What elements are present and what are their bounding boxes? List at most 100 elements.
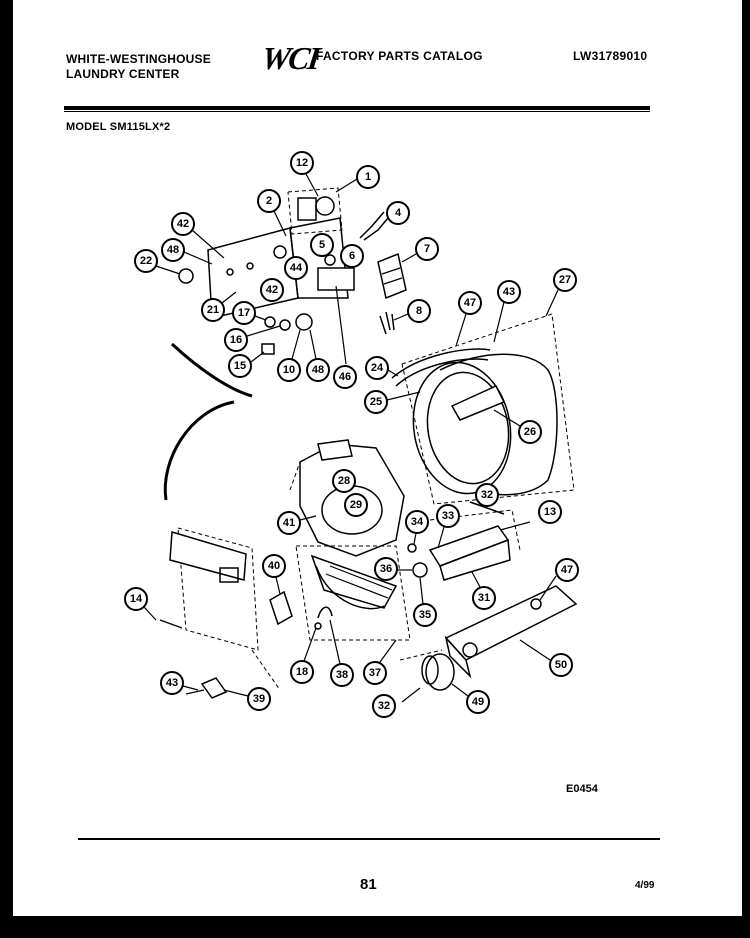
svg-text:8: 8 — [416, 305, 422, 317]
scan-border-right — [742, 0, 750, 938]
callout-21: 18 — [290, 660, 314, 684]
terminal-block-part — [377, 252, 407, 300]
svg-text:25: 25 — [370, 396, 382, 408]
svg-text:14: 14 — [130, 593, 143, 605]
callout-14: 14 — [124, 587, 148, 611]
callout-48a: 48 — [161, 238, 185, 262]
svg-text:15: 15 — [234, 360, 246, 372]
callout-42b: 42 — [260, 278, 284, 302]
callout-47b: 47 — [555, 558, 579, 582]
manufacturer-line-1: WHITE-WESTINGHOUSE — [66, 52, 211, 66]
callout-17: 17 — [232, 301, 256, 325]
svg-text:32: 32 — [481, 489, 493, 501]
svg-text:36: 36 — [380, 563, 392, 575]
callout-2: 2 — [257, 189, 281, 213]
callout-36: 36 — [374, 557, 398, 581]
svg-text:50: 50 — [555, 659, 567, 671]
callout-7: 7 — [415, 237, 439, 261]
svg-text:2: 2 — [266, 195, 272, 207]
callout-41: 41 — [277, 511, 301, 535]
callout-31: 31 — [472, 586, 496, 610]
callout-35: 35 — [413, 603, 437, 627]
svg-text:39: 39 — [253, 693, 265, 705]
catalog-title: FACTORY PARTS CATALOG — [316, 49, 483, 63]
manufacturer-heading: WHITE-WESTINGHOUSE LAUNDRY CENTER — [66, 52, 211, 82]
svg-text:42: 42 — [177, 218, 189, 230]
callout-10: 10 — [277, 358, 301, 382]
exhaust-connector-part — [399, 649, 455, 703]
callout-49: 49 — [466, 690, 490, 714]
callout-32a: 32 — [475, 483, 499, 507]
callout-27: 27 — [553, 268, 577, 292]
callout-32b: 32 — [372, 694, 396, 718]
callout-24: 24 — [365, 356, 389, 380]
callout-47a: 47 — [458, 291, 482, 315]
lint-filter-part — [269, 590, 293, 626]
header-rule-thin — [64, 111, 650, 112]
callout-43b: 43 — [160, 671, 184, 695]
callout-38: 38 — [330, 663, 354, 687]
callout-29: 29 — [344, 493, 368, 517]
svg-text:26: 26 — [524, 426, 536, 438]
callout-18: 21 — [201, 298, 225, 322]
svg-text:47: 47 — [561, 564, 573, 576]
svg-text:5: 5 — [319, 239, 325, 251]
svg-text:12: 12 — [296, 157, 308, 169]
callout-34: 34 — [405, 510, 429, 534]
callout-48b: 48 — [306, 358, 330, 382]
callout-39: 40 — [262, 554, 286, 578]
svg-text:18: 18 — [296, 666, 308, 678]
callout-37: 37 — [363, 661, 387, 685]
svg-text:27: 27 — [559, 274, 571, 286]
lint-housing-part — [295, 545, 411, 641]
svg-text:37: 37 — [369, 667, 381, 679]
model-number: MODEL SM115LX*2 — [66, 121, 171, 133]
svg-text:28: 28 — [338, 475, 350, 487]
svg-text:24: 24 — [371, 362, 384, 374]
manufacturer-line-2: LAUNDRY CENTER — [66, 67, 180, 81]
callout-8: 8 — [407, 299, 431, 323]
svg-text:46: 46 — [339, 371, 351, 383]
heater-duct-part — [407, 501, 531, 581]
callout-44: 44 — [284, 256, 308, 280]
callout-16: 16 — [224, 328, 248, 352]
callout-46: 46 — [333, 365, 357, 389]
callout-43a: 43 — [497, 280, 521, 304]
svg-text:48: 48 — [312, 364, 324, 376]
svg-text:47: 47 — [464, 297, 476, 309]
svg-text:7: 7 — [424, 243, 430, 255]
header-rule — [64, 106, 650, 110]
callout-40: 39 — [247, 687, 271, 711]
callout-12: 12 — [290, 151, 314, 175]
wire-harness-part — [359, 211, 395, 335]
svg-text:40: 40 — [268, 560, 280, 572]
svg-text:32: 32 — [378, 700, 390, 712]
svg-text:13: 13 — [544, 506, 556, 518]
svg-text:1: 1 — [365, 171, 371, 183]
svg-text:42: 42 — [266, 284, 278, 296]
scan-border-left — [0, 0, 13, 938]
svg-text:17: 17 — [238, 307, 250, 319]
catalog-number: LW31789010 — [573, 49, 648, 63]
svg-text:16: 16 — [230, 334, 242, 346]
power-cord-part — [163, 342, 253, 501]
footer-rule — [78, 838, 660, 840]
svg-text:41: 41 — [283, 517, 295, 529]
svg-text:31: 31 — [478, 592, 490, 604]
callout-15: 15 — [228, 354, 252, 378]
drum-part — [391, 313, 575, 505]
exhaust-duct-part — [444, 585, 578, 679]
svg-text:38: 38 — [336, 669, 348, 681]
svg-text:4: 4 — [395, 207, 402, 219]
callout-5: 5 — [310, 233, 334, 257]
svg-text:35: 35 — [419, 609, 431, 621]
callout-50: 50 — [549, 653, 573, 677]
svg-text:34: 34 — [411, 516, 424, 528]
callout-13: 13 — [538, 500, 562, 524]
front-panel-part — [159, 527, 281, 699]
callout-4: 4 — [386, 201, 410, 225]
diagram-reference-code: E0454 — [566, 783, 598, 795]
page-number: 81 — [360, 876, 377, 893]
callout-42a: 42 — [171, 212, 195, 236]
